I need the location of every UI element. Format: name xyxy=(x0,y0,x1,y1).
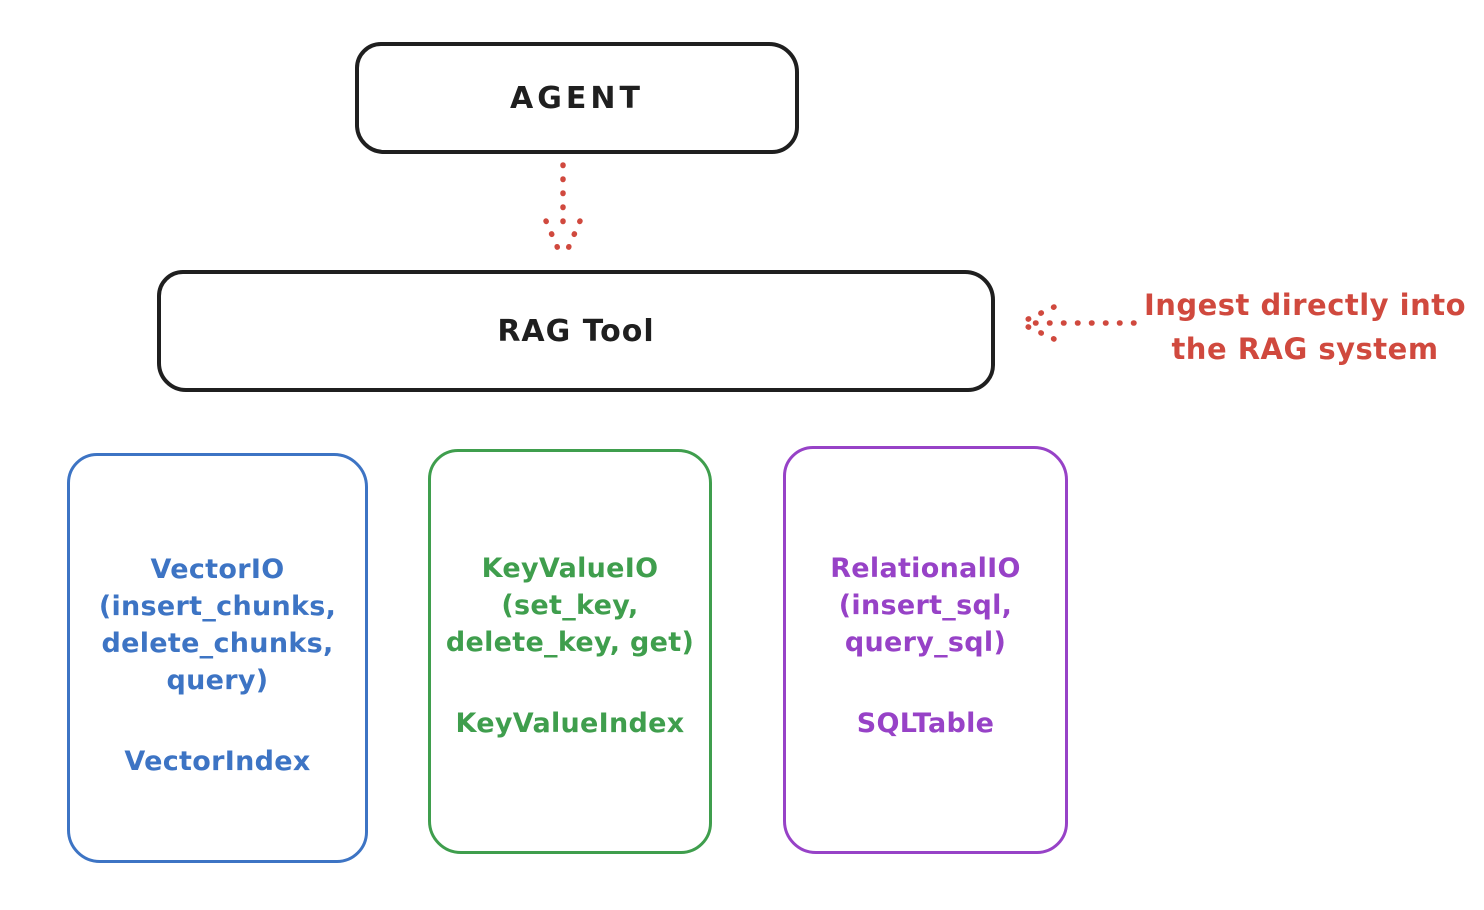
ingest-annotation-line2: the RAG system xyxy=(1171,332,1439,366)
io-line: RelationalIO xyxy=(830,553,1021,584)
sql-table-label: SQLTable xyxy=(856,708,995,739)
io-line: (set_key, xyxy=(501,590,639,621)
rag-tool-label: RAG Tool xyxy=(497,313,655,349)
io-line: delete_key, get) xyxy=(445,627,695,658)
io-line: VectorIO xyxy=(150,554,285,585)
agent-node: AGENT xyxy=(355,42,799,154)
vector-io-box: VectorIO (insert_chunks, delete_chunks, … xyxy=(67,453,368,863)
io-line: query) xyxy=(166,665,269,696)
keyvalue-io-box: KeyValueIO (set_key, delete_key, get) Ke… xyxy=(428,449,712,854)
io-line: delete_chunks, xyxy=(101,628,334,659)
keyvalue-io-methods: KeyValueIO (set_key, delete_key, get) xyxy=(446,550,694,661)
io-line: KeyValueIO xyxy=(481,553,659,584)
ingest-annotation-line1: Ingest directly into xyxy=(1143,288,1467,322)
io-line: (insert_chunks, xyxy=(98,591,337,622)
relational-io-methods: RelationalIO (insert_sql, query_sql) xyxy=(830,550,1021,661)
ingest-arrow-icon xyxy=(1019,304,1137,342)
io-line: query_sql) xyxy=(844,627,1007,658)
io-line: (insert_sql, xyxy=(838,590,1013,621)
keyvalue-index-label: KeyValueIndex xyxy=(455,708,685,739)
relational-io-box: RelationalIO (insert_sql, query_sql) SQL… xyxy=(783,446,1068,854)
vector-index-label: VectorIndex xyxy=(124,746,311,777)
vector-io-methods: VectorIO (insert_chunks, delete_chunks, … xyxy=(99,551,336,699)
agent-to-ragtool-arrow-icon xyxy=(543,162,583,261)
agent-label: AGENT xyxy=(510,80,644,116)
ingest-annotation: Ingest directly into the RAG system xyxy=(1138,283,1472,371)
rag-tool-node: RAG Tool xyxy=(157,270,995,392)
